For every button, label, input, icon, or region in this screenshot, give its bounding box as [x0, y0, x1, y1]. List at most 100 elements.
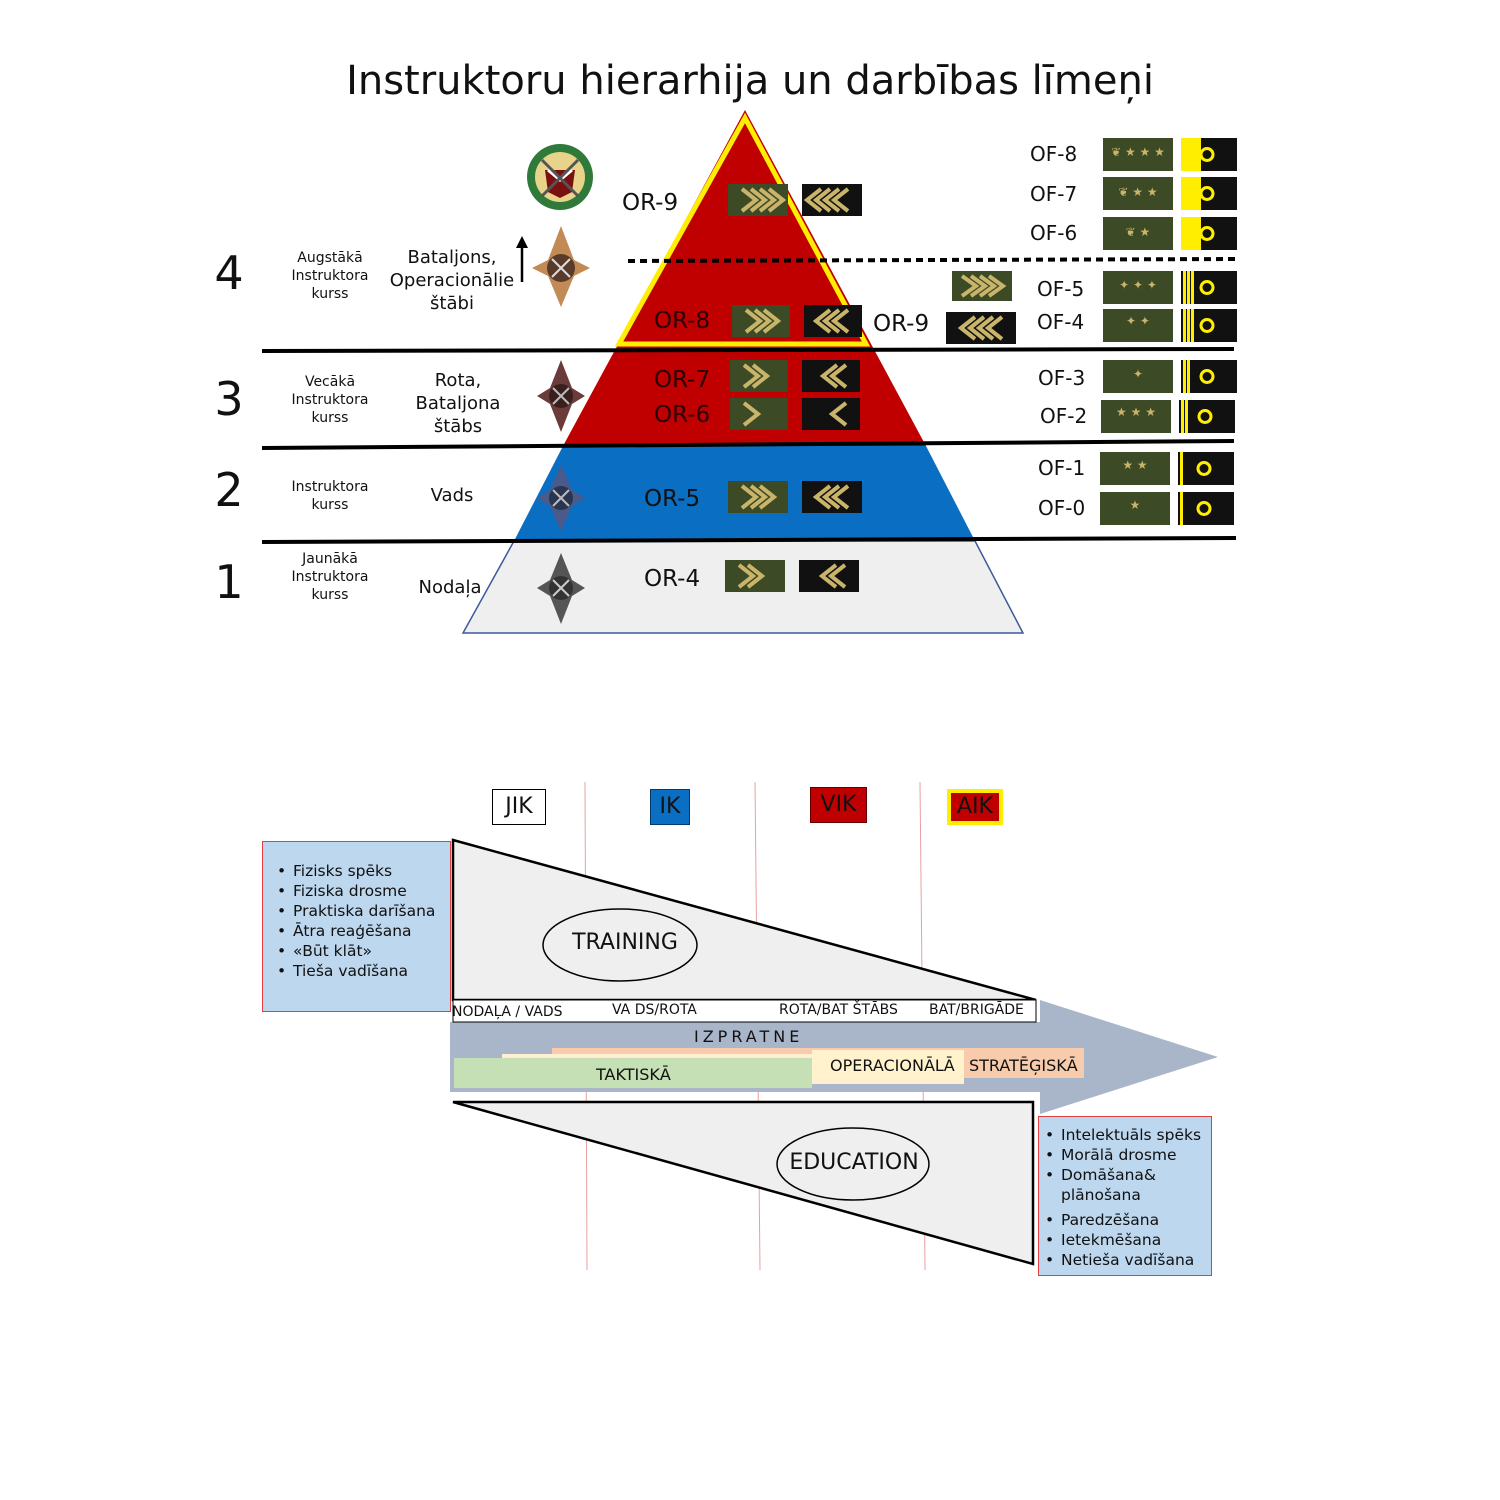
training-education-diagram — [450, 781, 1218, 1271]
level-number-4: 4 — [214, 246, 244, 300]
of-black-insignia-icon — [1181, 138, 1237, 171]
training-wedge — [451, 838, 1037, 1002]
of-label-5: OF-5 — [1037, 277, 1085, 301]
or-insignia-group — [725, 184, 1016, 592]
separator-line-1 — [261, 536, 1237, 544]
of-stars-2: ★ ★ ★ — [1116, 405, 1156, 419]
or-black-insignia-icon — [802, 360, 860, 392]
training-trait: «Būt klāt» — [277, 941, 450, 961]
or-olive-insignia-icon — [725, 560, 785, 592]
or-olive-insignia-icon — [728, 481, 788, 513]
or-black-insignia-icon — [802, 481, 862, 513]
training-trait: Praktiska darīšana — [277, 901, 450, 921]
of-black-insignia-icon — [1181, 309, 1237, 342]
page-title: Instruktoru hierarhija un darbības līmeņ… — [346, 58, 1154, 104]
of-label-1: OF-1 — [1038, 456, 1086, 480]
of-black-insignia-icon — [1178, 492, 1234, 525]
training-trait: Fiziska drosme — [277, 881, 450, 901]
of-black-insignia-icon — [1179, 400, 1235, 433]
or-black-insignia-icon — [802, 184, 862, 216]
of-stars-4: ✦ ✦ — [1126, 314, 1150, 328]
of-label-2: OF-2 — [1040, 404, 1088, 428]
org-level-1: NODAĻA / VADS — [452, 1004, 563, 1020]
education-trait: Intelektuāls spēks — [1045, 1125, 1211, 1145]
level-number-2: 2 — [214, 463, 244, 517]
of-stars-7: ❦ ★ ★ — [1118, 185, 1158, 199]
unit-level-2: Vads — [430, 485, 474, 506]
of-stars-5: ✦ ✦ ✦ — [1119, 278, 1157, 292]
of-olive-insignia-icon — [1103, 309, 1173, 342]
education-trait: Paredzēšana — [1045, 1210, 1211, 1230]
or-9-side-olive-icon — [952, 271, 1012, 301]
education-wedge — [452, 1100, 1035, 1266]
of-olive-insignia-icon — [1103, 360, 1173, 393]
of-olive-insignia-icon — [1103, 217, 1173, 250]
or-black-insignia-icon — [802, 398, 860, 430]
education-ellipse — [776, 1127, 930, 1201]
org-level-2: VA DS/ROTA — [612, 1002, 697, 1018]
band-label-strategic: STRATĒĢISKĀ — [969, 1056, 1078, 1075]
instructor-badge-level-1-icon — [537, 553, 585, 624]
training-trait: Ātra reaģēšana — [277, 921, 450, 941]
course-box-jik: JIK — [492, 789, 546, 825]
of-label-8: OF-8 — [1030, 142, 1078, 166]
training-traits-box: Fizisks spēks Fiziska drosme Praktiska d… — [262, 841, 451, 1012]
band-operational — [812, 1050, 964, 1080]
of-stars-1: ★ ★ — [1122, 458, 1148, 472]
of-label-3: OF-3 — [1038, 366, 1086, 390]
org-level-strip — [452, 999, 1037, 1023]
training-label: TRAINING — [572, 930, 678, 955]
of-stars-6: ❦ ★ — [1125, 225, 1151, 239]
of-label-4: OF-4 — [1037, 310, 1085, 334]
of-olive-insignia-icon — [1100, 452, 1170, 485]
level-number-1: 1 — [214, 555, 244, 609]
of-stars-8: ❦ ★ ★ ★ — [1111, 145, 1165, 159]
education-trait: Netieša vadīšana — [1045, 1250, 1211, 1270]
or-label-7: OR-7 — [654, 367, 711, 393]
of-insignia-group — [1100, 138, 1237, 525]
level-number-3: 3 — [214, 372, 244, 426]
or-black-insignia-icon — [799, 560, 859, 592]
of-black-insignia-icon — [1181, 177, 1237, 210]
org-level-4: BAT/BRIGĀDE — [929, 1002, 1024, 1018]
or-olive-insignia-icon — [732, 305, 790, 337]
or-label-6: OR-6 — [654, 402, 711, 428]
course-box-ik: IK — [650, 789, 690, 825]
education-traits-box: Intelektuāls spēks Morālā drosme Domāšan… — [1038, 1116, 1212, 1276]
arrow-up-head — [516, 236, 528, 248]
or-label-4: OR-4 — [644, 566, 701, 592]
of-label-7: OF-7 — [1030, 182, 1078, 206]
of-stars-0: ★ — [1129, 498, 1141, 512]
pyramid-apex-outline — [614, 112, 871, 347]
pyramid-band-red — [563, 110, 926, 446]
training-ellipse — [542, 908, 698, 982]
or-label-9-top: OR-9 — [622, 190, 679, 216]
academy-emblem-icon — [527, 144, 593, 210]
of-olive-insignia-icon — [1101, 400, 1171, 433]
education-label: EDUCATION — [789, 1150, 919, 1175]
separator-line-3 — [261, 347, 1235, 353]
course-box-aik: AIK — [947, 789, 1003, 825]
of-stars-3: ✦ — [1132, 367, 1144, 381]
dotted-separator — [627, 257, 1237, 263]
education-trait: Ietekmēšana — [1045, 1230, 1211, 1250]
or-label-5: OR-5 — [644, 486, 701, 512]
of-black-insignia-icon — [1178, 452, 1234, 485]
or-9-side-black-icon — [946, 312, 1016, 344]
or-olive-insignia-icon — [730, 398, 788, 430]
training-trait: Fizisks spēks — [277, 861, 450, 881]
of-olive-insignia-icon — [1100, 492, 1170, 525]
or-label-9-side: OR-9 — [873, 311, 930, 337]
of-olive-insignia-icon — [1103, 138, 1173, 171]
education-trait: Domāšana& — [1045, 1165, 1211, 1185]
izpratne-label: IZPRATNE — [694, 1027, 804, 1046]
education-trait-continued: plānošana — [1061, 1186, 1141, 1204]
of-label-6: OF-6 — [1030, 221, 1078, 245]
or-olive-insignia-icon — [730, 360, 788, 392]
instructor-badge-level-2-icon — [537, 465, 585, 531]
